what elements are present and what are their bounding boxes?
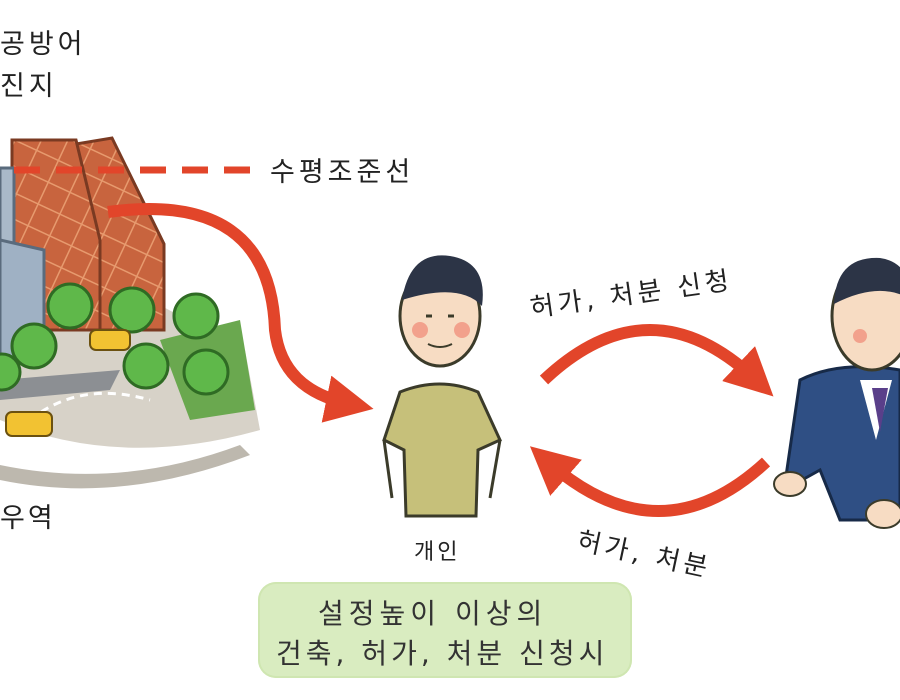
label-horizontal-line: 수평조준선 xyxy=(270,157,415,188)
label-defense-top: 공방어 xyxy=(0,29,87,60)
arrow-request xyxy=(539,324,774,397)
arrow-building-to-person xyxy=(107,203,374,423)
note-line-2: 건축, 허가, 처분 신청시 xyxy=(276,637,609,670)
label-defense-bottom: 진지 xyxy=(0,71,58,102)
note-box xyxy=(258,582,632,678)
trees xyxy=(0,282,230,396)
label-person: 개인 xyxy=(414,540,461,565)
label-area: 우역 xyxy=(0,503,56,534)
person-figure xyxy=(382,255,502,518)
note-line-1: 설정높이 이상의 xyxy=(318,597,548,630)
official-figure xyxy=(773,257,900,529)
cars xyxy=(5,329,131,437)
arrow-grant xyxy=(529,446,771,517)
